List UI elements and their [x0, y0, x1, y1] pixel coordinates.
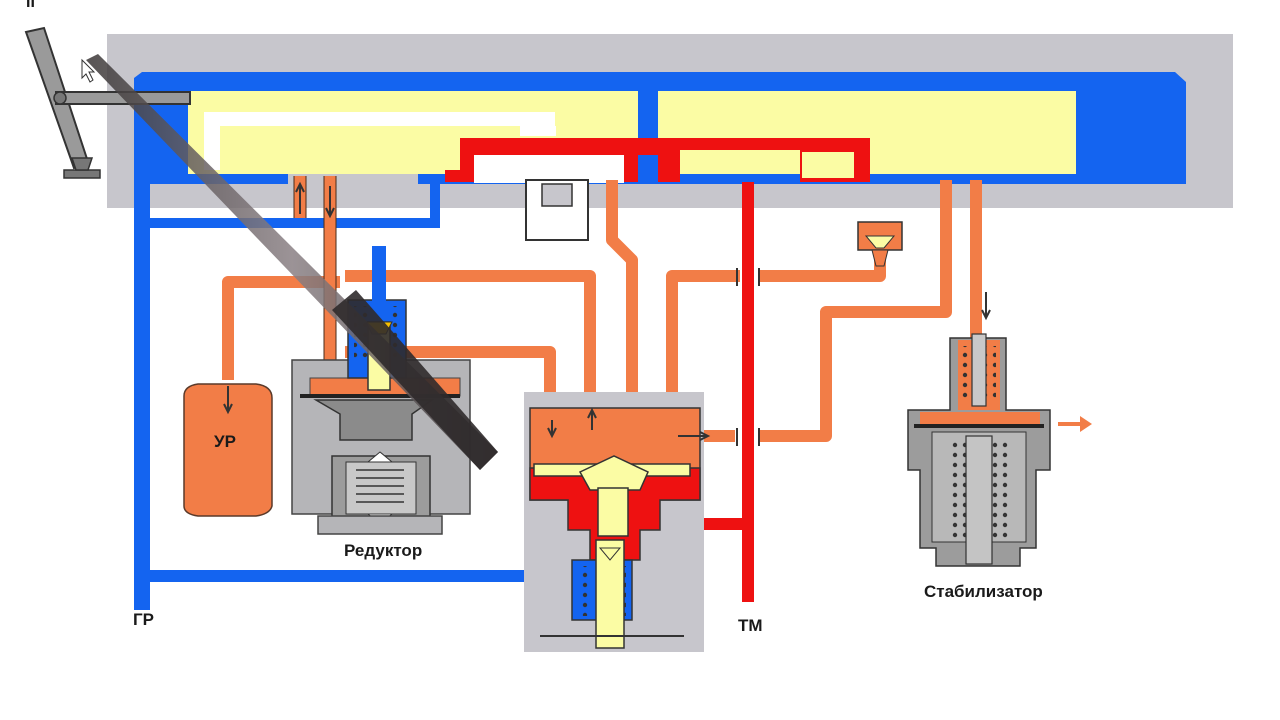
relay-valve	[524, 392, 711, 652]
blue-branch-pipe	[150, 180, 440, 228]
arrow-right-icon	[1058, 416, 1092, 432]
main-reservoir-pipe-vertical	[134, 184, 150, 610]
reservoir-arrow	[223, 386, 233, 415]
flow-arrow-down	[325, 186, 335, 219]
white-gap	[288, 174, 418, 184]
flow-arrow-down-2	[981, 292, 991, 321]
flow-arrow-up	[295, 181, 305, 214]
yellow-in-red	[802, 152, 854, 178]
stabilizer-label: Стабилизатор	[924, 582, 1043, 601]
corner-label: II	[26, 0, 35, 11]
brake-pipe-tm	[742, 182, 754, 602]
main-reservoir-pipe-bottom	[134, 570, 594, 582]
stabilizer-valve	[907, 333, 1092, 567]
equalizing-reservoir	[183, 383, 273, 517]
blue-cell	[638, 155, 658, 183]
equalizing-piping-outline	[293, 176, 337, 380]
driver-handle-icon[interactable]	[24, 26, 191, 179]
white-port	[520, 126, 556, 136]
main-reservoir-label: ГР	[133, 610, 154, 629]
equalizing-reservoir-label: УР	[214, 432, 236, 451]
reductor-label: Редуктор	[344, 541, 423, 560]
mouse-pointer-icon	[81, 58, 96, 83]
tm-crossing-mark-1	[736, 268, 760, 286]
tm-crossing-mark-2	[736, 428, 760, 446]
white-check-valve-inner	[541, 183, 573, 207]
pointer-stick-tip	[332, 290, 498, 470]
equalizing-piping	[222, 176, 982, 442]
white-passage	[204, 112, 555, 170]
small-check-valve	[857, 221, 903, 267]
white-cell	[474, 155, 624, 183]
brake-pipe-label: ТМ	[738, 616, 763, 635]
